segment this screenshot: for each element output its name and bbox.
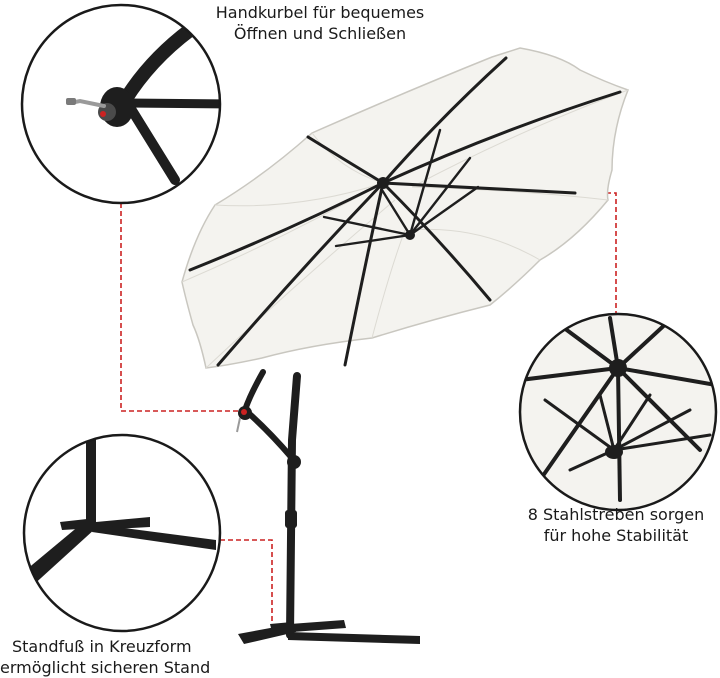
detail-circle-base [22, 433, 222, 633]
caption-base-line2: ermöglicht sicheren Stand [0, 658, 211, 677]
umbrella [181, 47, 629, 644]
caption-crank: Handkurbel für bequemes Öffnen und Schli… [170, 2, 470, 44]
detail-circle-ribs [518, 312, 718, 512]
umbrella-canopy [181, 47, 629, 369]
caption-ribs-line1: 8 Stahlstreben sorgen [527, 505, 705, 524]
callout-line-crank [120, 203, 244, 412]
umbrella-arm [241, 369, 295, 461]
umbrella-pole [286, 372, 301, 639]
umbrella-cross-base [238, 620, 420, 644]
callout-line-base [220, 539, 273, 627]
caption-ribs-line2: für hohe Stabilität [543, 526, 689, 545]
detail-circle-crank [20, 3, 222, 205]
umbrella-ribs [188, 56, 622, 367]
caption-crank-line2: Öffnen und Schließen [233, 24, 407, 43]
caption-base: Standfuß in Kreuzform ermöglicht sichere… [0, 636, 240, 678]
caption-ribs: 8 Stahlstreben sorgen für hohe Stabilitä… [512, 504, 720, 546]
umbrella-hub [377, 177, 389, 189]
caption-base-line1: Standfuß in Kreuzform [12, 637, 192, 656]
caption-crank-line1: Handkurbel für bequemes [215, 3, 425, 22]
